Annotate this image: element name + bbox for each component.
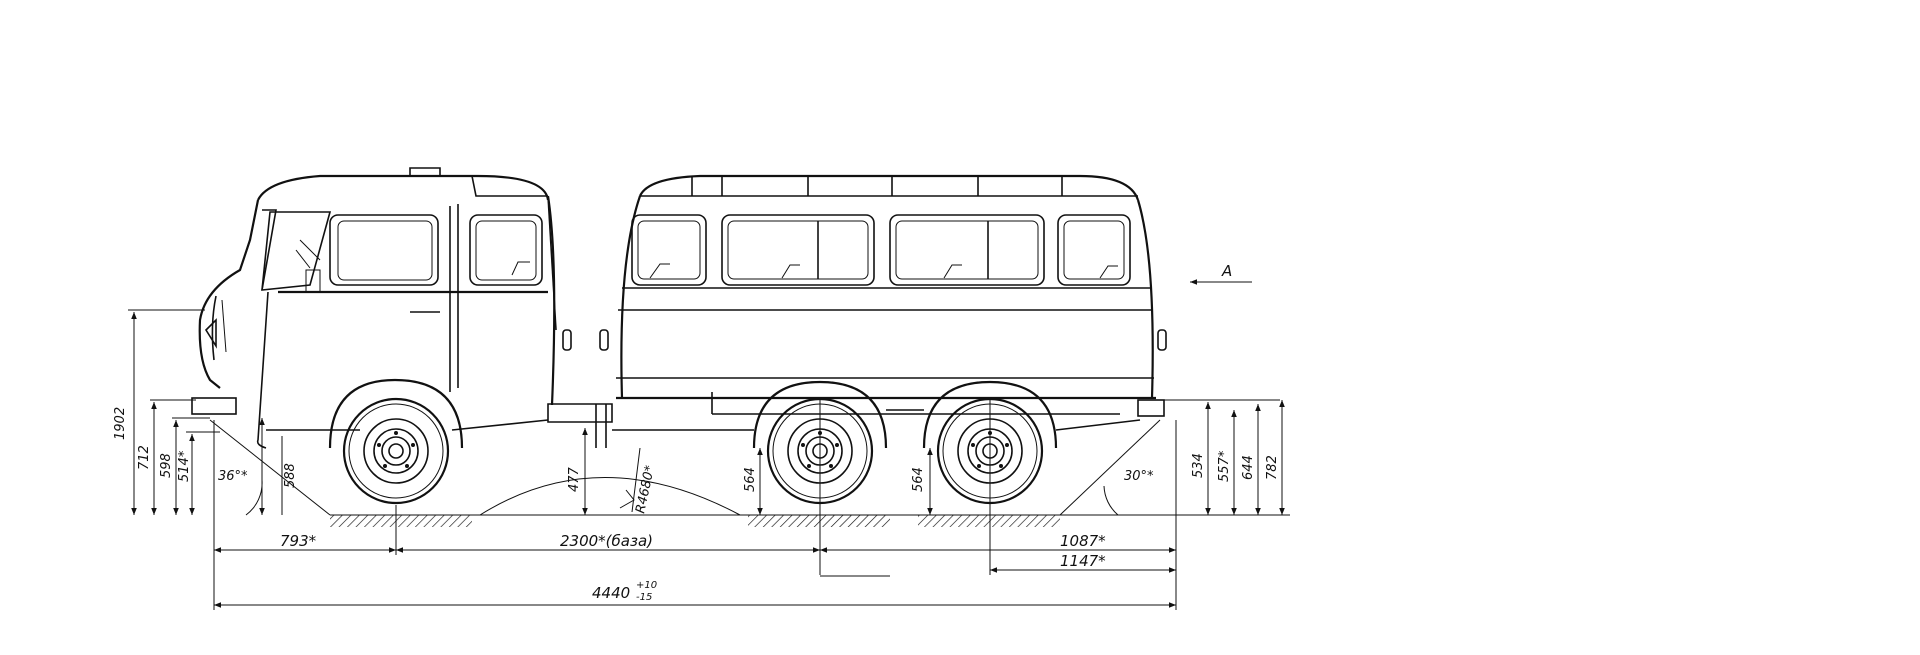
- dim-front-height-1: 712: [137, 445, 152, 470]
- dim-rear-height-3: 644: [1241, 455, 1256, 480]
- dim-axle-height-2: 564: [911, 467, 926, 492]
- dim-rear-1: 1087*: [1060, 532, 1106, 550]
- ground-hatch-middle: [748, 515, 890, 527]
- passenger-body: [547, 174, 1167, 449]
- view-marker-label: A: [1221, 262, 1232, 280]
- dim-rear-height-1: 534: [1191, 453, 1206, 478]
- dim-overall-tol-minus: -15: [636, 592, 652, 603]
- dim-front-angle: 36°*: [218, 469, 248, 484]
- dim-rear-2: 1147*: [1060, 552, 1106, 570]
- dim-front-height-3: 514*: [177, 450, 192, 482]
- dim-front-height-2: 598: [159, 453, 174, 478]
- dim-front-overhang: 793*: [280, 532, 317, 550]
- dim-total-height: 1902: [113, 407, 128, 440]
- front-approach-line: [209, 419, 331, 516]
- dim-wheelbase: 2300*(база): [560, 532, 653, 550]
- dim-rear-height-2: 557*: [1217, 450, 1232, 482]
- rear-departure-line: [1059, 419, 1161, 516]
- dimension-lines: [128, 279, 1290, 610]
- dim-front-height-4: 588: [283, 463, 298, 488]
- dim-axle-height-1: 564: [743, 467, 758, 492]
- dim-rear-angle: 30°*: [1124, 469, 1154, 484]
- dim-rear-height-4: 782: [1265, 455, 1280, 480]
- ground-hatch-front: [330, 515, 472, 527]
- front-wheel: [342, 397, 450, 505]
- dim-overall-tol-plus: +10: [636, 580, 657, 591]
- dim-overall-length: 4440: [592, 584, 630, 602]
- cab-body: [191, 167, 572, 449]
- dim-mid-height: 477: [567, 466, 582, 492]
- ground-hatch-rear: [918, 515, 1060, 527]
- ramp-breakover-arc: [479, 477, 741, 516]
